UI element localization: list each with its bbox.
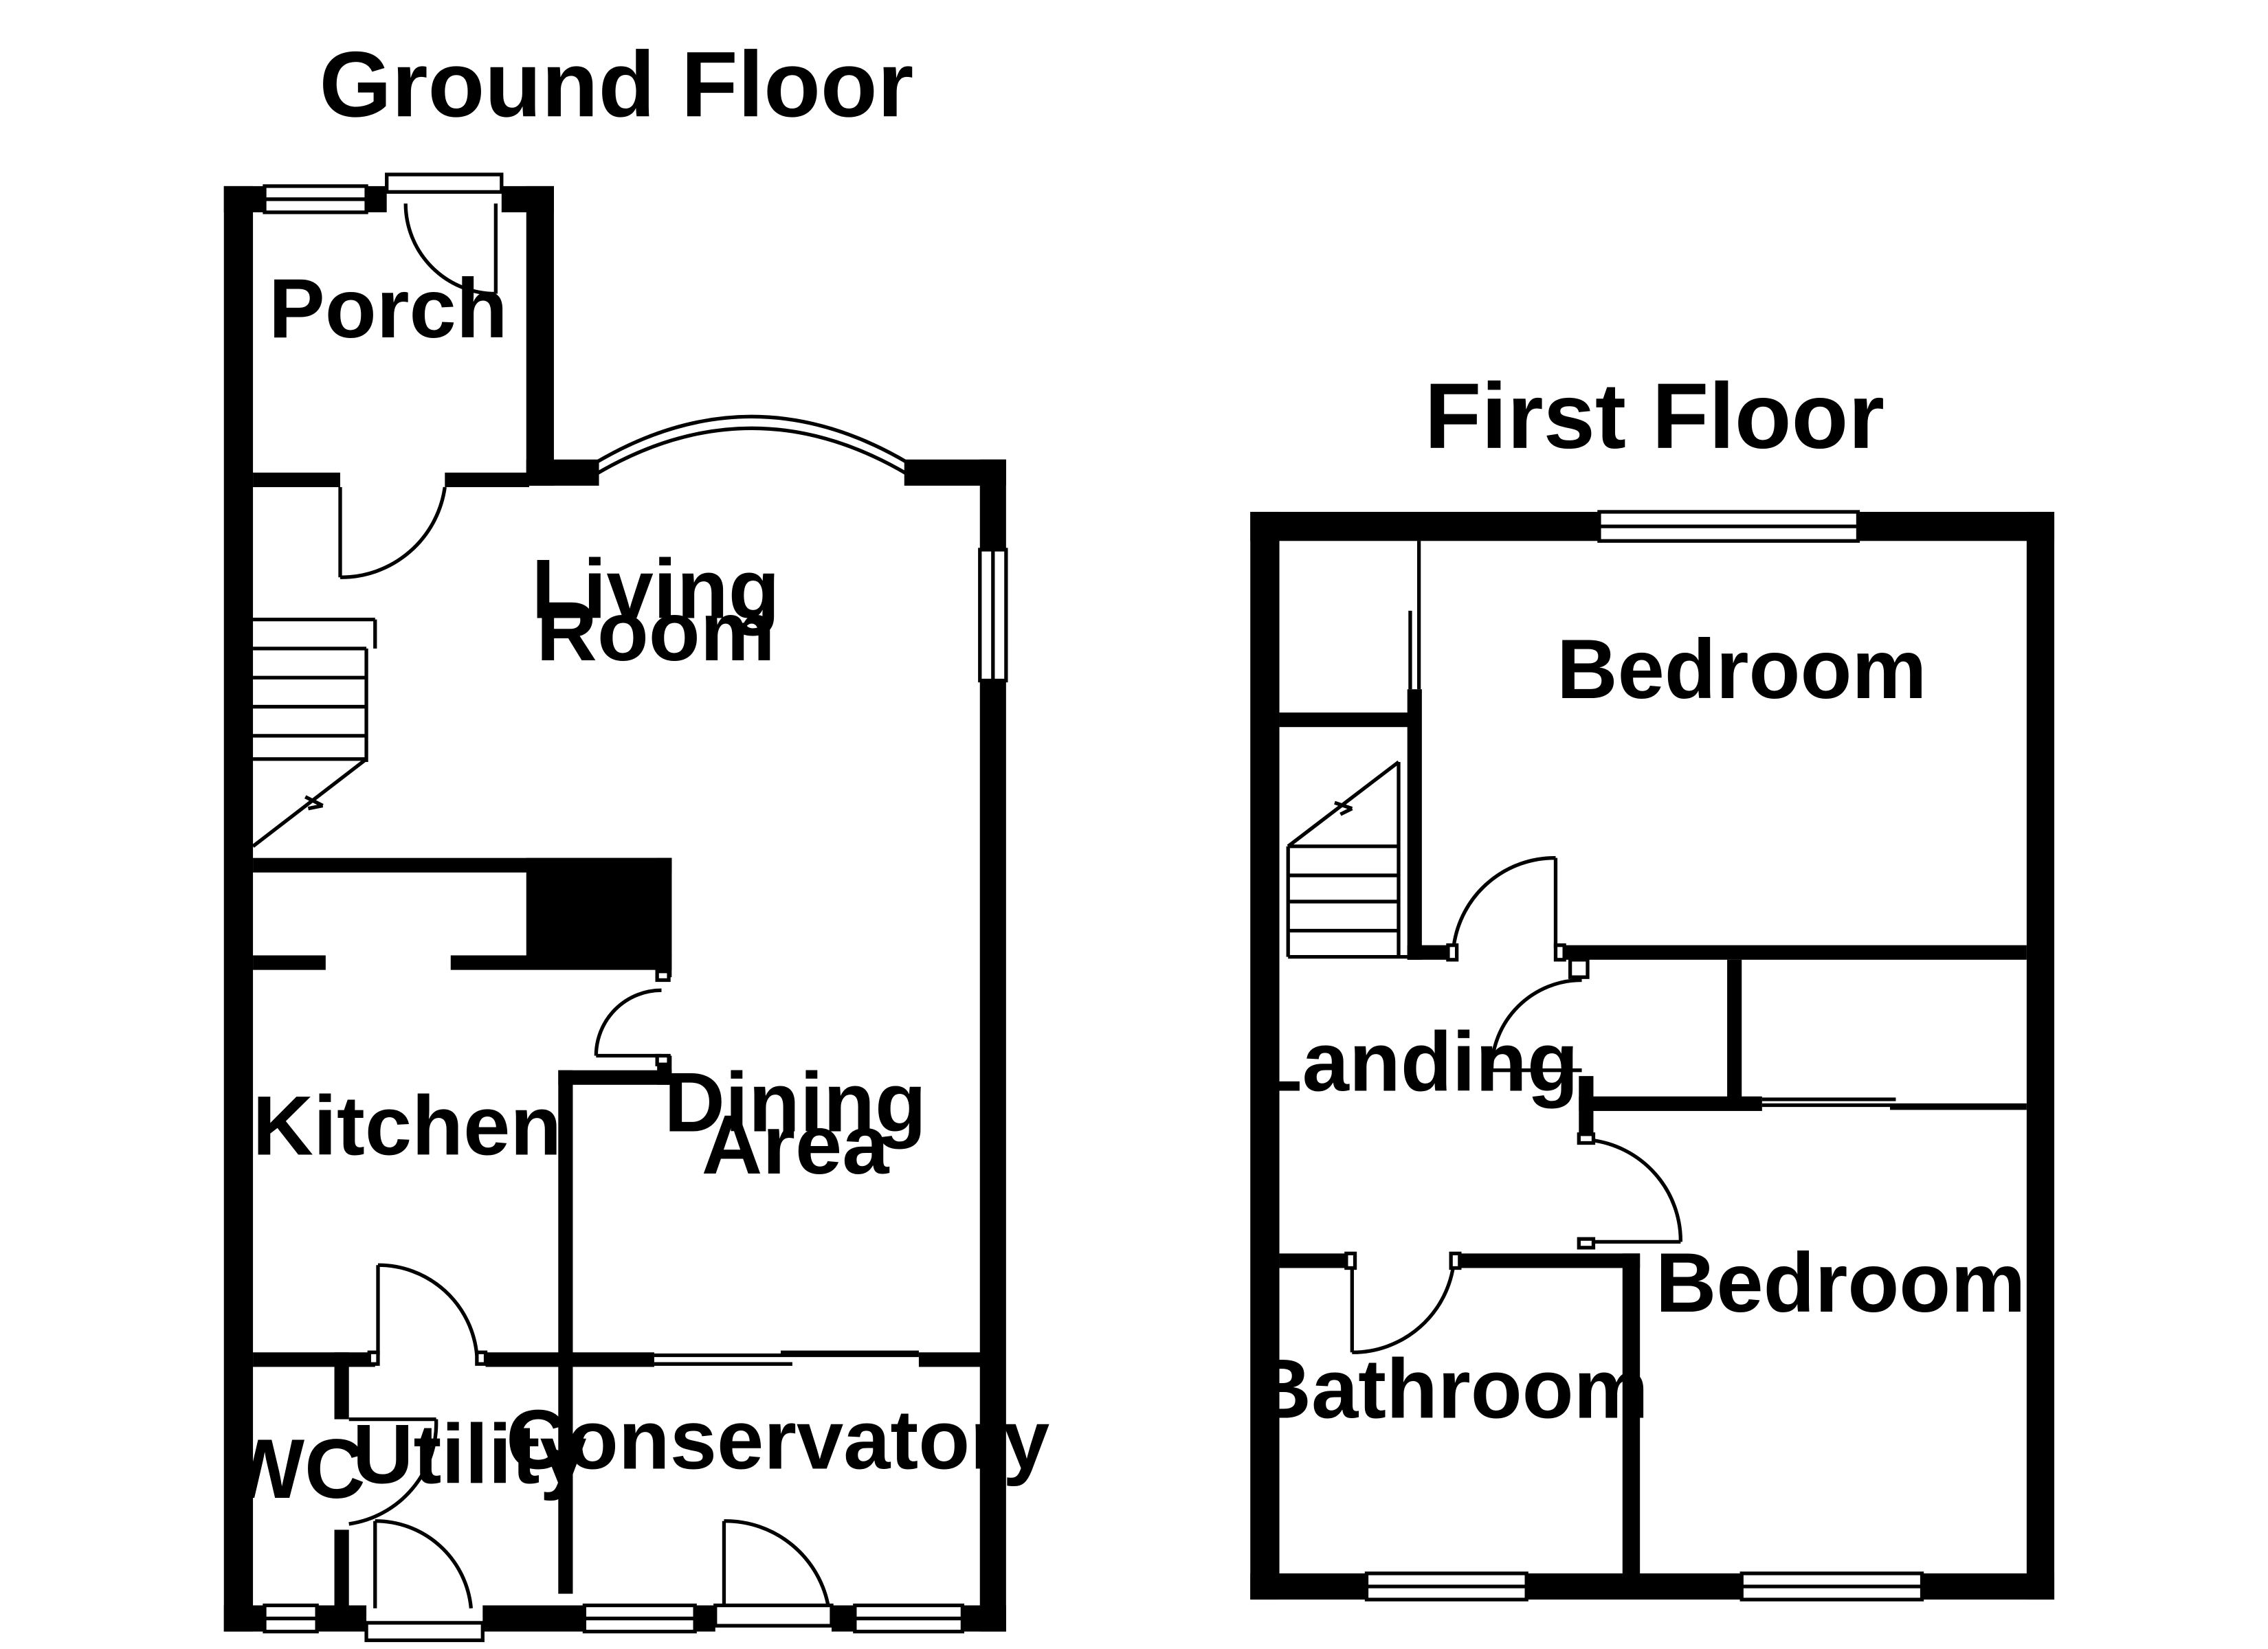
room-label-dining: Dining bbox=[664, 1056, 926, 1150]
back-door-frame bbox=[364, 1621, 485, 1642]
gf-wall bbox=[223, 186, 254, 1632]
ff-wall bbox=[1858, 511, 2055, 541]
first-floor: First Floor bbox=[1250, 363, 2055, 1602]
ground-floor-title: Ground Floor bbox=[320, 32, 914, 136]
ff-wall bbox=[1727, 959, 1742, 1108]
gf-wall bbox=[832, 1605, 855, 1632]
gf-wall bbox=[334, 1529, 349, 1617]
gf-wall bbox=[558, 1070, 573, 1594]
room-label-bedroom-rear: Bedroom bbox=[1656, 1236, 2026, 1330]
front-door-frame bbox=[385, 172, 504, 194]
ff-wall bbox=[1250, 511, 1599, 541]
ff-wall bbox=[1250, 511, 1280, 1600]
room-label-landing: Landing bbox=[1251, 1015, 1579, 1109]
room-label-kitchen: Kitchen bbox=[252, 1079, 562, 1173]
gf-wall bbox=[450, 955, 672, 970]
gf-wall bbox=[526, 186, 554, 486]
room-label-wc: WC bbox=[225, 1422, 365, 1516]
room-label-dining-2: Area bbox=[702, 1098, 891, 1192]
gf-wall bbox=[695, 1605, 715, 1632]
gf-wall bbox=[979, 459, 1006, 550]
bay-window bbox=[594, 414, 909, 464]
chimney-breast bbox=[526, 857, 672, 957]
ff-wall bbox=[1459, 1253, 1641, 1268]
gf-wall bbox=[334, 1352, 349, 1420]
gf-wall bbox=[223, 1605, 265, 1632]
first-floor-title: First Floor bbox=[1425, 363, 1885, 468]
gf-wall bbox=[482, 1605, 585, 1632]
ff-wall bbox=[1407, 689, 1422, 960]
gf-wall bbox=[253, 1352, 375, 1367]
gf-wall bbox=[657, 857, 672, 978]
ff-wall bbox=[1407, 945, 1452, 960]
room-label-utility: Utility bbox=[353, 1408, 587, 1502]
ff-wall bbox=[2026, 511, 2055, 1600]
room-label-bathroom: Bathroom bbox=[1250, 1342, 1648, 1436]
staircase bbox=[1286, 760, 1408, 959]
room-label-living: Living bbox=[531, 542, 779, 636]
gf-wall bbox=[979, 680, 1006, 1632]
ff-wall bbox=[1579, 1096, 1762, 1111]
gf-wall bbox=[253, 955, 326, 970]
ff-wall bbox=[1279, 713, 1419, 728]
room-label-conservatory: Conservatory bbox=[506, 1393, 1049, 1488]
room-label-bedroom-front: Bedroom bbox=[1557, 622, 1927, 717]
ff-wall bbox=[1279, 1253, 1346, 1268]
room-label-living-2: Room bbox=[536, 585, 775, 679]
gf-wall bbox=[526, 459, 599, 486]
ground-floor: Ground Floor bbox=[223, 32, 1049, 1642]
gf-wall bbox=[223, 186, 265, 212]
room-label-porch: Porch bbox=[269, 262, 508, 356]
ff-wall bbox=[1922, 1573, 2055, 1600]
ff-wall bbox=[1622, 1253, 1641, 1589]
ff-wall bbox=[1558, 945, 2027, 960]
gf-wall bbox=[445, 472, 529, 487]
staircase bbox=[252, 617, 377, 848]
gf-wall bbox=[558, 1070, 672, 1085]
gf-wall bbox=[962, 1605, 1006, 1632]
gf-wall bbox=[253, 472, 340, 487]
ff-wall bbox=[1250, 1573, 1367, 1600]
gf-wall bbox=[366, 186, 387, 212]
gf-wall bbox=[485, 1352, 654, 1367]
ff-wall bbox=[1579, 1076, 1594, 1134]
gf-wall bbox=[918, 1352, 986, 1367]
